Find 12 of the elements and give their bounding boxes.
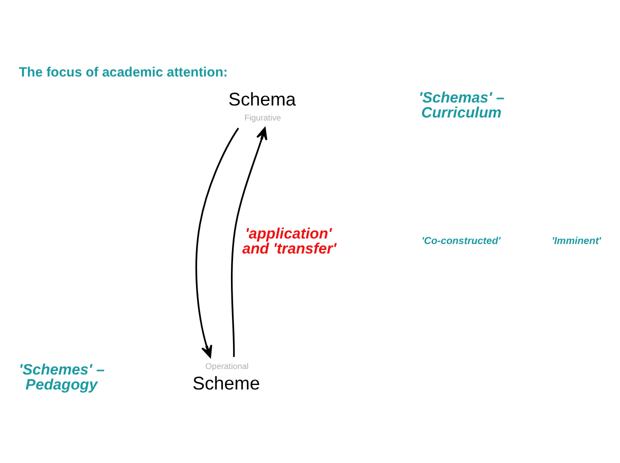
arrow (195, 128, 240, 358)
node-text: Schema (228, 88, 296, 110)
label: 'Schemas' – Curriculum (418, 90, 505, 122)
diagram-title: The focus of academic attention: (18, 64, 228, 80)
label: 'Co-constructed' (422, 236, 500, 248)
node-label: Figurative (244, 112, 282, 123)
node-text: Scheme (192, 372, 260, 394)
node-label: Operational (205, 361, 249, 372)
label: 'Imminent' (552, 236, 602, 248)
arrow (230, 127, 268, 357)
label: 'application' and 'transfer' (242, 226, 336, 258)
label: 'Schemes' – Pedagogy (18, 361, 105, 394)
